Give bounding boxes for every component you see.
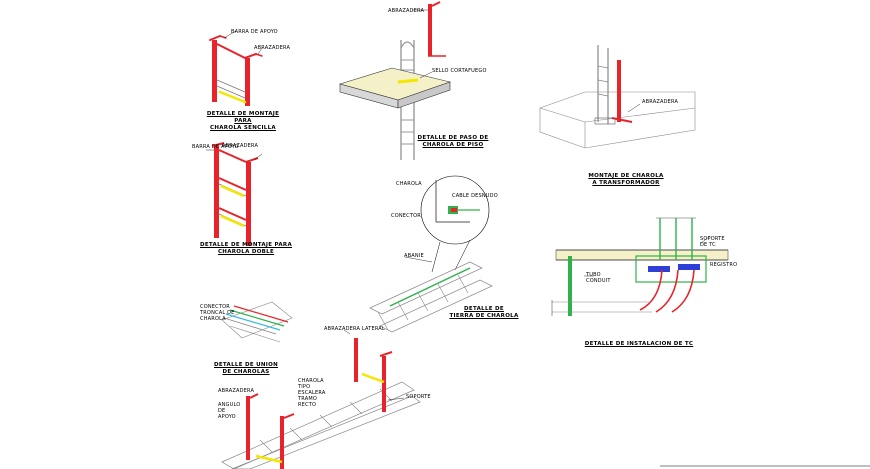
transformer-title-line-2: A TRANSFORMADOR — [592, 180, 660, 186]
single-tray-label-b: ABRAZADERA — [254, 45, 291, 51]
ct-label-c: REGISTRO — [710, 262, 738, 268]
assembly-label-c: SOPORTE — [406, 394, 431, 400]
floor-pass-label-top: ABRAZADERA — [388, 8, 425, 14]
ct-title: DETALLE DE INSTALACION DE TC — [574, 341, 704, 348]
double-tray-mount-drawing — [206, 142, 263, 246]
grounding-label-a: CHAROLA — [396, 181, 422, 187]
transformer-label: ABRAZADERA — [642, 99, 679, 105]
double-tray-title: DETALLE DE MONTAJE PARA CHAROLA DOBLE — [198, 242, 294, 256]
grounding-label-c: CONECTOR — [391, 213, 421, 219]
assembly-label-e: ANGULO DE APOYO — [218, 402, 241, 420]
union-title-line-1: DETALLE DE UNION — [213, 362, 279, 368]
floor-pass-title-line-2: CHAROLA DE PISO — [422, 142, 484, 148]
union-title: DETALLE DE UNION DE CHAROLAS — [200, 362, 292, 376]
transformer-title: MONTAJE DE CHAROLA A TRANSFORMADOR — [578, 173, 674, 187]
floor-pass-title: DETALLE DE PASO DE CHAROLA DE PISO — [408, 135, 498, 149]
double-tray-label-b: ABRAZADERA — [222, 143, 259, 149]
ct-installation-drawing — [551, 217, 729, 316]
ct-label-b: SOPORTE DE TC — [700, 236, 725, 248]
floor-pass-title-line-1: DETALLE DE PASO DE — [417, 135, 489, 141]
grounding-title-line-1: DETALLE DE — [464, 306, 504, 312]
grounding-title: DETALLE DE TIERRA DE CHAROLA — [436, 306, 532, 320]
grounding-label-d: ABANIE — [404, 253, 424, 259]
assembly-label-b: CHAROLA TIPO ESCALERA TRAMO RECTO — [298, 378, 326, 408]
double-tray-title-line-2: CHAROLA DOBLE — [217, 249, 275, 255]
transformer-mount-drawing — [539, 45, 696, 149]
ct-title-line: DETALLE DE INSTALACION DE TC — [584, 341, 694, 347]
floor-pass-drawing — [338, 1, 452, 160]
assembly-label-d: ABRAZADERA — [218, 388, 255, 394]
floor-pass-label-side: SELLO CORTAFUEGO — [432, 68, 487, 74]
ct-label-a: TUBO CONDUIT — [586, 272, 611, 284]
grounding-label-b: CABLE DESNUDO — [452, 193, 498, 199]
single-tray-label-a: BARRA DE APOYO — [231, 29, 278, 35]
union-title-line-2: DE CHAROLAS — [222, 369, 270, 375]
single-tray-mount-drawing — [209, 30, 263, 106]
double-tray-title-line-1: DETALLE DE MONTAJE PARA — [199, 242, 293, 248]
single-tray-title-line-2: CHAROLA SENCILLA — [210, 125, 276, 131]
single-tray-title-line-1: DETALLE DE MONTAJE PARA — [206, 111, 280, 124]
union-label: CONECTOR TRONCAL DE CHAROLA — [200, 304, 235, 322]
transformer-title-line-1: MONTAJE DE CHAROLA — [588, 173, 664, 179]
single-tray-title: DETALLE DE MONTAJE PARA CHAROLA SENCILLA — [198, 111, 288, 132]
grounding-title-line-2: TIERRA DE CHAROLA — [449, 313, 519, 319]
grounding-drawing — [369, 175, 493, 333]
tray-union-drawing — [221, 301, 293, 343]
assembly-label-a: ABRAZADERA LATERAL — [324, 326, 385, 332]
tray-assembly-drawing — [221, 329, 421, 469]
double-tray-label-a: BARRA DE APOYO — [192, 144, 239, 150]
